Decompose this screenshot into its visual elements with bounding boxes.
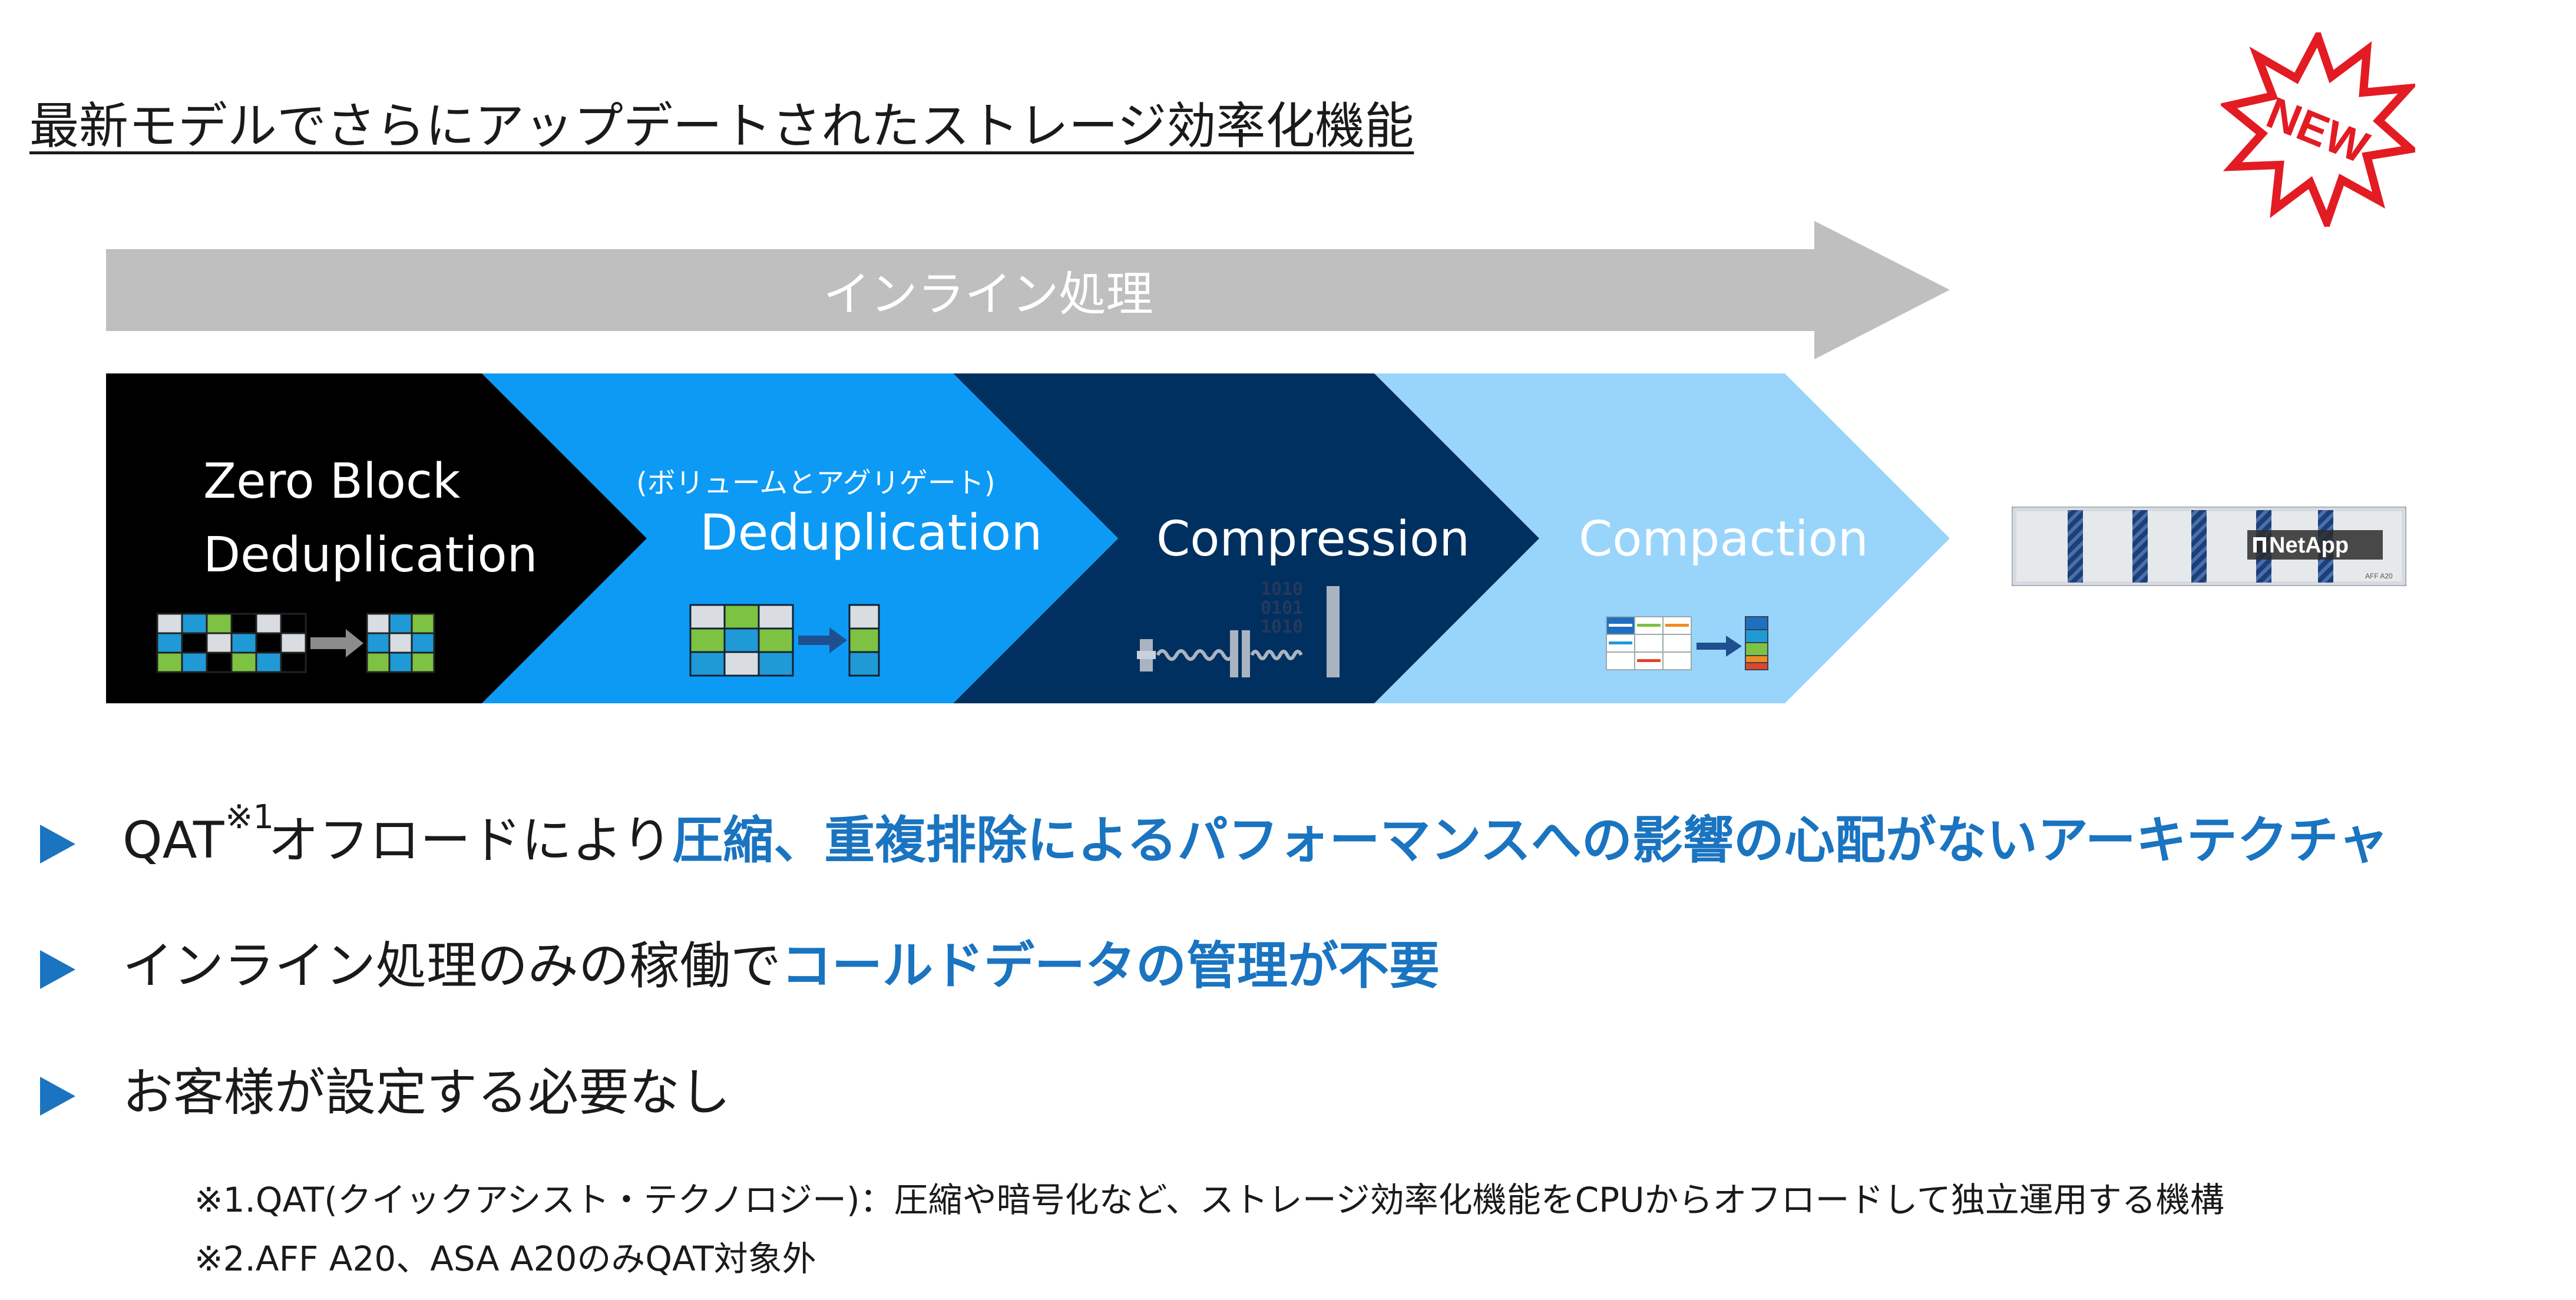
bullet-prefix: QAT bbox=[123, 811, 224, 870]
inline-processing-label: インライン処理 bbox=[823, 267, 1153, 322]
stage-compression-shape bbox=[953, 373, 1539, 703]
stage-zero-block-line1: Zero Block bbox=[203, 454, 461, 510]
stage-compression-label: Compression bbox=[1156, 511, 1470, 567]
new-badge: NEW bbox=[2221, 32, 2415, 227]
bullet-text: お客様が設定する必要なし bbox=[123, 1060, 730, 1125]
footnote-ref: ※1 bbox=[225, 798, 274, 836]
footnote-exclusion: ※2.AFF A20、ASA A20のみQAT対象外 bbox=[194, 1239, 816, 1279]
stage-dedup-label: Deduplication bbox=[700, 504, 1043, 561]
triangle-bullet-icon bbox=[40, 825, 75, 864]
bullet-prefix: インライン処理のみの稼働で bbox=[123, 937, 781, 995]
bullet-prefix: お客様が設定する必要なし bbox=[123, 1063, 730, 1122]
stage-compaction-shape bbox=[1374, 373, 1950, 703]
triangle-bullet-icon bbox=[40, 1077, 75, 1116]
dedup-icon bbox=[689, 604, 880, 677]
stage-zero-block-label: Zero Block Deduplication bbox=[203, 445, 538, 592]
bullet-middle: オフロードにより bbox=[267, 811, 673, 870]
inline-processing-arrow bbox=[106, 221, 1950, 359]
stage-compaction-label: Compaction bbox=[1579, 511, 1869, 567]
stage-dedup-sublabel: (ボリュームとアグリゲート) bbox=[636, 467, 996, 500]
compression-icon: 1010 0101 1010 bbox=[1137, 574, 1343, 677]
new-starburst-icon bbox=[2221, 32, 2415, 227]
compaction-icon bbox=[1606, 616, 1768, 670]
page-title: 最新モデルでさらにアップデートされたストレージ効率化機能 bbox=[29, 97, 1414, 155]
footnote-qat: ※1.QAT(クイックアシスト・テクノロジー)：圧縮や暗号化など、ストレージ効率… bbox=[194, 1180, 2224, 1220]
stage-zero-block-line2: Deduplication bbox=[203, 527, 538, 583]
bullet-text: QAT※1オフロードにより圧縮、重複排除によるパフォーマンスへの影響の心配がない… bbox=[123, 798, 2389, 879]
bullet-highlight: コールドデータの管理が不要 bbox=[781, 937, 1440, 995]
storage-brand: NetApp bbox=[2269, 533, 2349, 558]
bullet-text: インライン処理のみの稼働でコールドデータの管理が不要 bbox=[123, 934, 1440, 998]
compression-bit-row: 1010 bbox=[1261, 617, 1304, 637]
netapp-storage-chassis: NetApp AFF A20 bbox=[2012, 507, 2406, 586]
compression-bits: 1010 0101 1010 bbox=[1261, 580, 1303, 637]
storage-model: AFF A20 bbox=[2365, 572, 2393, 580]
bullet-highlight: 圧縮、重複排除によるパフォーマンスへの影響の心配がないアーキテクチャ bbox=[672, 811, 2389, 870]
compression-bit-row: 1010 bbox=[1261, 579, 1304, 600]
triangle-bullet-icon bbox=[40, 950, 75, 989]
zero-block-dedup-icon bbox=[156, 613, 435, 673]
compression-bit-row: 0101 bbox=[1261, 598, 1304, 618]
stage-dedup-shape bbox=[482, 373, 1118, 703]
